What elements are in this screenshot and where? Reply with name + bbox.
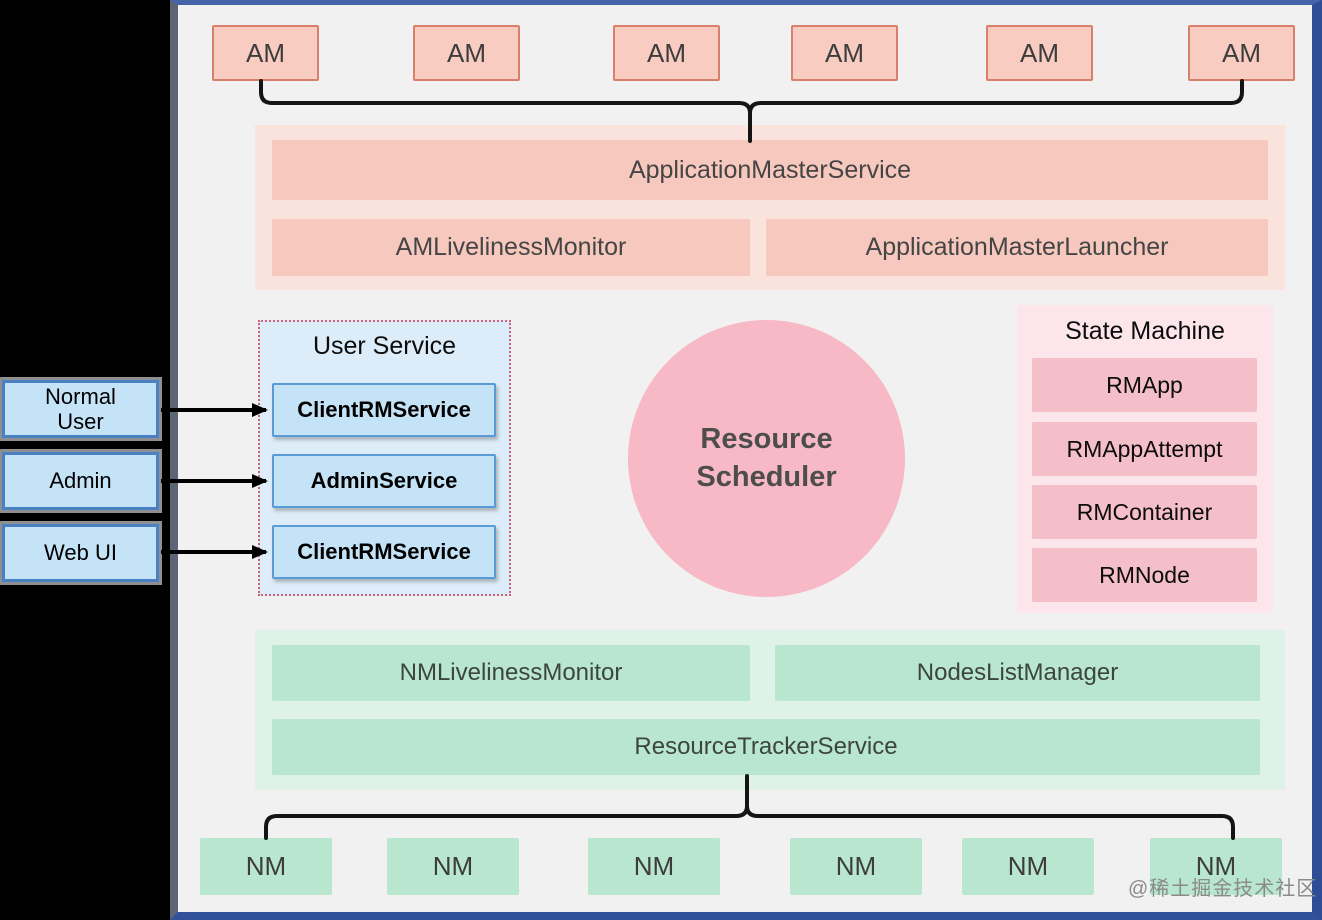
- rmnode-box: RMNode: [1032, 548, 1257, 602]
- nm-box-6: NM: [1150, 838, 1282, 895]
- web-ui-label: Web UI: [44, 540, 117, 566]
- nodes-list-manager-bar: NodesListManager: [775, 645, 1260, 701]
- am-box-2: AM: [413, 25, 520, 81]
- nm-liveliness-monitor-bar: NMLivelinessMonitor: [272, 645, 750, 701]
- client-rm-service-box-2: ClientRMService: [272, 525, 496, 579]
- admin-service-box: AdminService: [272, 454, 496, 508]
- resource-tracker-service-bar: ResourceTrackerService: [272, 719, 1260, 775]
- resource-scheduler-circle: Resource Scheduler: [628, 320, 905, 597]
- nm-box-1: NM: [200, 838, 332, 895]
- client-rm-service-box-1: ClientRMService: [272, 383, 496, 437]
- am-box-6: AM: [1188, 25, 1295, 81]
- rmapp-box: RMApp: [1032, 358, 1257, 412]
- application-master-launcher-bar: ApplicationMasterLauncher: [766, 219, 1268, 276]
- nm-box-5: NM: [962, 838, 1094, 895]
- watermark: @稀土掘金技术社区: [1128, 878, 1318, 900]
- application-master-service-bar: ApplicationMasterService: [272, 140, 1268, 200]
- am-box-4: AM: [791, 25, 898, 81]
- am-box-5: AM: [986, 25, 1093, 81]
- admin-box: Admin: [2, 452, 159, 510]
- am-box-1: AM: [212, 25, 319, 81]
- rmcontainer-box: RMContainer: [1032, 485, 1257, 539]
- state-machine-title: State Machine: [1065, 317, 1225, 345]
- am-liveliness-monitor-bar: AMLivelinessMonitor: [272, 219, 750, 276]
- resource-scheduler-label: Resource Scheduler: [696, 422, 837, 493]
- web-ui-box: Web UI: [2, 524, 159, 582]
- nm-box-3: NM: [588, 838, 720, 895]
- nm-box-4: NM: [790, 838, 922, 895]
- normal-user-label: Normal User: [45, 383, 116, 434]
- nm-box-2: NM: [387, 838, 519, 895]
- user-service-title: User Service: [312, 332, 457, 360]
- am-box-3: AM: [613, 25, 720, 81]
- normal-user-box: Normal User: [2, 380, 159, 438]
- rmappattempt-box: RMAppAttempt: [1032, 422, 1257, 476]
- admin-label: Admin: [49, 468, 112, 494]
